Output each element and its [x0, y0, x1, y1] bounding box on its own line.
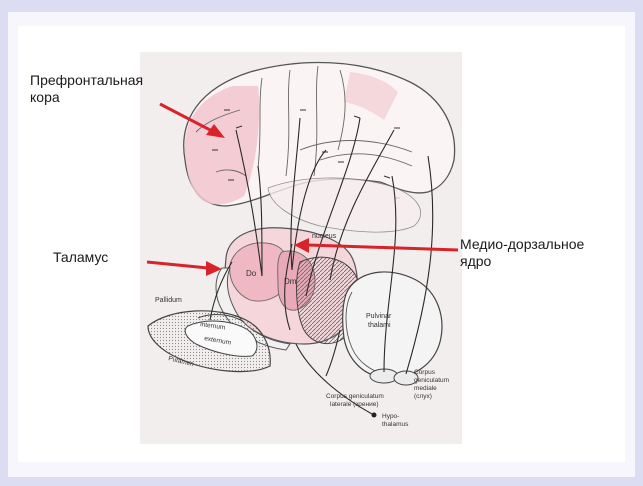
- label-hypothalamus-line2: thalamus: [382, 421, 409, 428]
- label-pallidum: Pallidum: [155, 297, 182, 304]
- prefrontal-cortex-label: Префронтальная кора: [30, 72, 180, 106]
- label-cgm-line4: (слух): [414, 393, 432, 400]
- label-cgl: Corpus geniculatum laterale (зрение): [326, 393, 386, 408]
- label-cgm-line2: geniculatum: [414, 377, 449, 384]
- label-pulvinar-line2: thalami: [368, 322, 391, 329]
- label-cgl-line2: laterale (зрение): [330, 401, 379, 408]
- hypothalamus-dot: [372, 413, 377, 418]
- label-nucleus: nucleus: [312, 233, 337, 240]
- thalamus-label: Таламус: [53, 249, 108, 266]
- label-cgl-line1: Corpus geniculatum: [326, 393, 384, 400]
- mediodorsal-nucleus-label: Медио-дорзальное ядро: [460, 236, 630, 270]
- pulvinar: [343, 272, 442, 378]
- label-pulvinar-line1: Pulvinar: [366, 313, 392, 320]
- label-cgm-line1: Corpus: [414, 369, 436, 376]
- label-do: Do: [246, 269, 257, 278]
- label-hypothalamus-line1: Hypo-: [382, 413, 399, 420]
- label-dm: Dm: [284, 277, 297, 286]
- label-cgm-line3: mediale: [414, 385, 437, 392]
